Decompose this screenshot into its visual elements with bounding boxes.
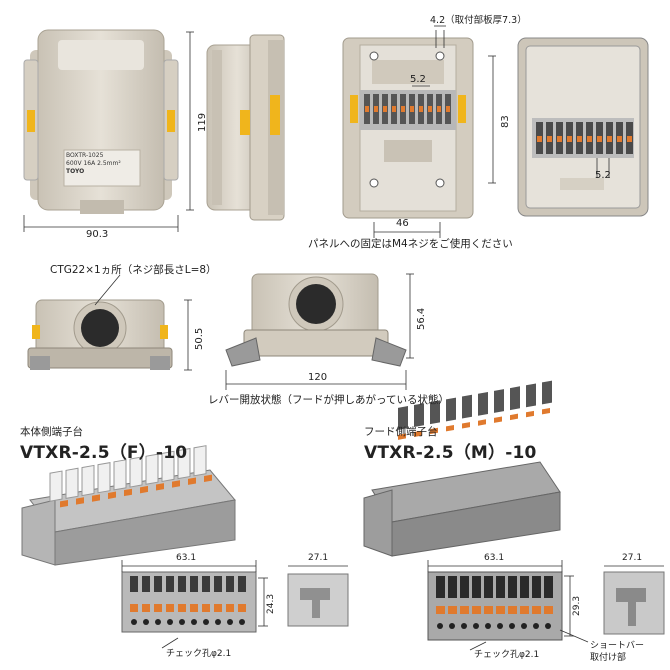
terminal-f-front <box>121 571 257 633</box>
front-view <box>23 29 179 214</box>
dim-f-width: 63.1 <box>176 553 197 563</box>
terminal-f-check-hole: チェック孔φ2.1 <box>166 649 232 659</box>
dim-width-46: 46 <box>396 218 409 229</box>
body-label: BOXTR-1025 600V 16A 2.5mm² TOYO <box>66 152 138 176</box>
dim-pitch-inner: 5.2 <box>595 170 611 181</box>
terminal-m-model: VTXR-2.5（M）-10 <box>364 443 537 463</box>
dim-height-56-4: 56.4 <box>416 307 427 330</box>
dim-m-depth: 27.1 <box>622 553 643 563</box>
open-view <box>517 37 649 217</box>
terminal-m-3d <box>363 380 561 557</box>
dim-plate-thickness: 4.2（取付部板厚7.3） <box>430 15 527 26</box>
terminal-f-side <box>287 573 349 627</box>
dim-width-120: 120 <box>308 372 328 383</box>
terminal-f-3d <box>21 445 236 566</box>
dim-f-height: 24.3 <box>266 593 276 614</box>
ctg-note: CTG22×1ヵ所（ネジ部長さL=8） <box>50 264 217 276</box>
terminal-m-shortbar-mount: 取付け部 <box>590 653 627 663</box>
label-brand: TOYO <box>66 168 85 175</box>
terminal-m-side <box>603 571 665 635</box>
label-rating: 600V 16A 2.5mm² <box>66 160 121 167</box>
back-view <box>342 37 474 219</box>
terminal-m-shortbar: ショートバー <box>590 641 645 651</box>
panel-note: パネルへの固定はM4ネジをご使用ください <box>308 238 513 250</box>
side-view <box>206 34 285 221</box>
terminal-m-front <box>427 571 563 641</box>
dim-m-height: 29.3 <box>572 595 582 616</box>
lever-open-view <box>225 273 407 367</box>
dim-height-119: 119 <box>197 112 208 132</box>
terminal-f-subtitle: 本体側端子台 <box>20 426 83 438</box>
dim-height-83: 83 <box>500 115 511 128</box>
terminal-m-check-hole: チェック孔φ2.1 <box>474 650 540 660</box>
dim-m-width: 63.1 <box>484 553 505 563</box>
bottom-view <box>27 299 173 370</box>
lever-note: レバー開放状態（フードが押しあがっている状態） <box>208 394 449 406</box>
dim-width-90-3: 90.3 <box>86 229 109 240</box>
label-model: BOXTR-1025 <box>66 152 104 159</box>
terminal-m-subtitle: フード側端子台 <box>364 426 438 438</box>
terminal-f-model: VTXR-2.5（F）-10 <box>20 443 188 463</box>
dim-height-50-5: 50.5 <box>194 327 205 350</box>
dim-pitch-top: 5.2 <box>410 74 426 85</box>
dim-f-depth: 27.1 <box>308 553 329 563</box>
